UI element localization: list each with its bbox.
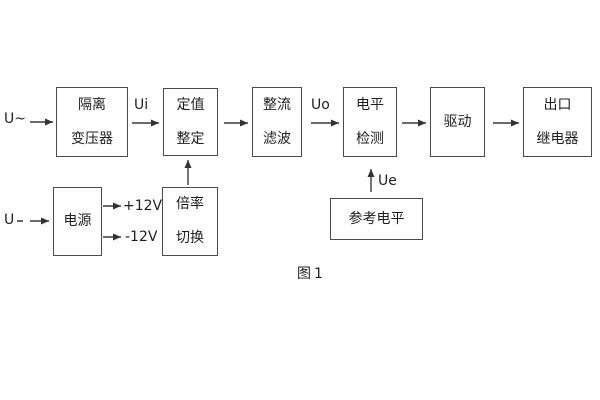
ac-input-label: U~: [4, 111, 26, 127]
block-label-line: 整流: [263, 96, 291, 113]
block-label-line: 参考电平: [348, 210, 405, 227]
block-ratio-switch: 倍率 切换: [162, 187, 218, 256]
dc-input-label: U: [4, 212, 15, 228]
block-label-line: 变压器: [71, 130, 113, 147]
ue-signal-label: Ue: [378, 173, 397, 189]
block-power-supply: 电源: [53, 187, 102, 256]
block-label-line: 切换: [176, 230, 204, 246]
block-reference-level: 参考电平: [330, 198, 423, 240]
block-label-line: 倍率: [176, 196, 204, 212]
uo-signal-label: Uo: [311, 97, 330, 113]
block-label-line: 检测: [356, 130, 384, 147]
ui-signal-label: Ui: [134, 97, 149, 113]
block-label-line: 驱动: [443, 113, 472, 130]
block-label-line: 出口: [543, 96, 572, 113]
block-output-relay: 出口 继电器: [523, 87, 592, 157]
block-label-line: 隔离: [78, 96, 106, 113]
block-level-detection: 电平 检测: [343, 87, 397, 157]
block-drive: 驱动: [430, 87, 485, 157]
block-isolation-transformer: 隔离 变压器: [56, 87, 128, 157]
block-label-line: 电源: [63, 213, 92, 229]
block-label-line: 定值: [176, 96, 205, 113]
block-label-line: 滤波: [263, 130, 291, 147]
minus12v-label: -12V: [125, 229, 158, 245]
block-label-line: 电平: [356, 96, 384, 113]
block-label-line: 整定: [176, 130, 205, 147]
figure-caption: 图1: [297, 266, 326, 282]
block-rectifier-filter: 整流 滤波: [252, 87, 302, 157]
block-label-line: 继电器: [536, 130, 579, 147]
plus12v-label: +12V: [123, 198, 163, 214]
block-setting-adjust: 定值 整定: [163, 88, 218, 156]
